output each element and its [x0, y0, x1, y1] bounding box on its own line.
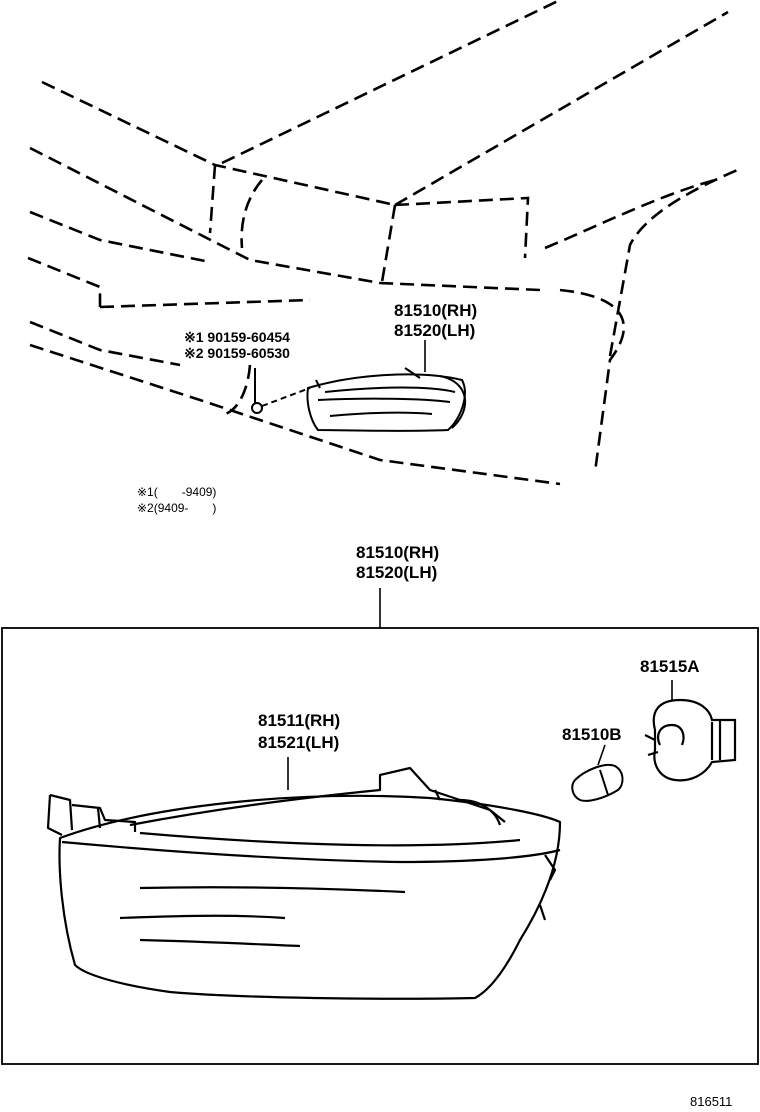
lens-part-lh-label: 81521(LH) — [258, 733, 339, 752]
top-part-rh-label: 81510(RH) — [394, 301, 477, 320]
screw-2-label: ※2 90159-60530 — [184, 345, 290, 361]
lens-callout: 81511(RH) 81521(LH) — [258, 711, 340, 752]
socket-label: 81515A — [640, 657, 700, 676]
bulb — [571, 764, 624, 802]
socket — [644, 698, 737, 782]
vehicle-lamp — [306, 367, 467, 432]
note-1-label: ※1( -9409) — [137, 485, 216, 499]
top-part-lh-label: 81520(LH) — [394, 321, 475, 340]
screw — [251, 368, 311, 414]
figure-number: 816511 — [690, 1094, 732, 1109]
leader-lines — [287, 340, 673, 790]
top-callout: 81510(RH) 81520(LH) ※1 90159-60454 ※2 90… — [137, 301, 477, 515]
lamp-lens-large — [46, 766, 562, 1000]
assembly-part-lh-label: 81520(LH) — [356, 563, 437, 582]
assembly-part-rh-label: 81510(RH) — [356, 543, 439, 562]
lens-part-rh-label: 81511(RH) — [258, 711, 340, 730]
assembly-callout: 81510(RH) 81520(LH) — [356, 543, 439, 582]
bulb-label: 81510B — [562, 725, 622, 744]
note-2-label: ※2(9409- ) — [137, 501, 216, 515]
screw-1-label: ※1 90159-60454 — [184, 329, 290, 345]
assembly-frame — [1, 627, 759, 1065]
vehicle-outline — [27, 0, 743, 486]
